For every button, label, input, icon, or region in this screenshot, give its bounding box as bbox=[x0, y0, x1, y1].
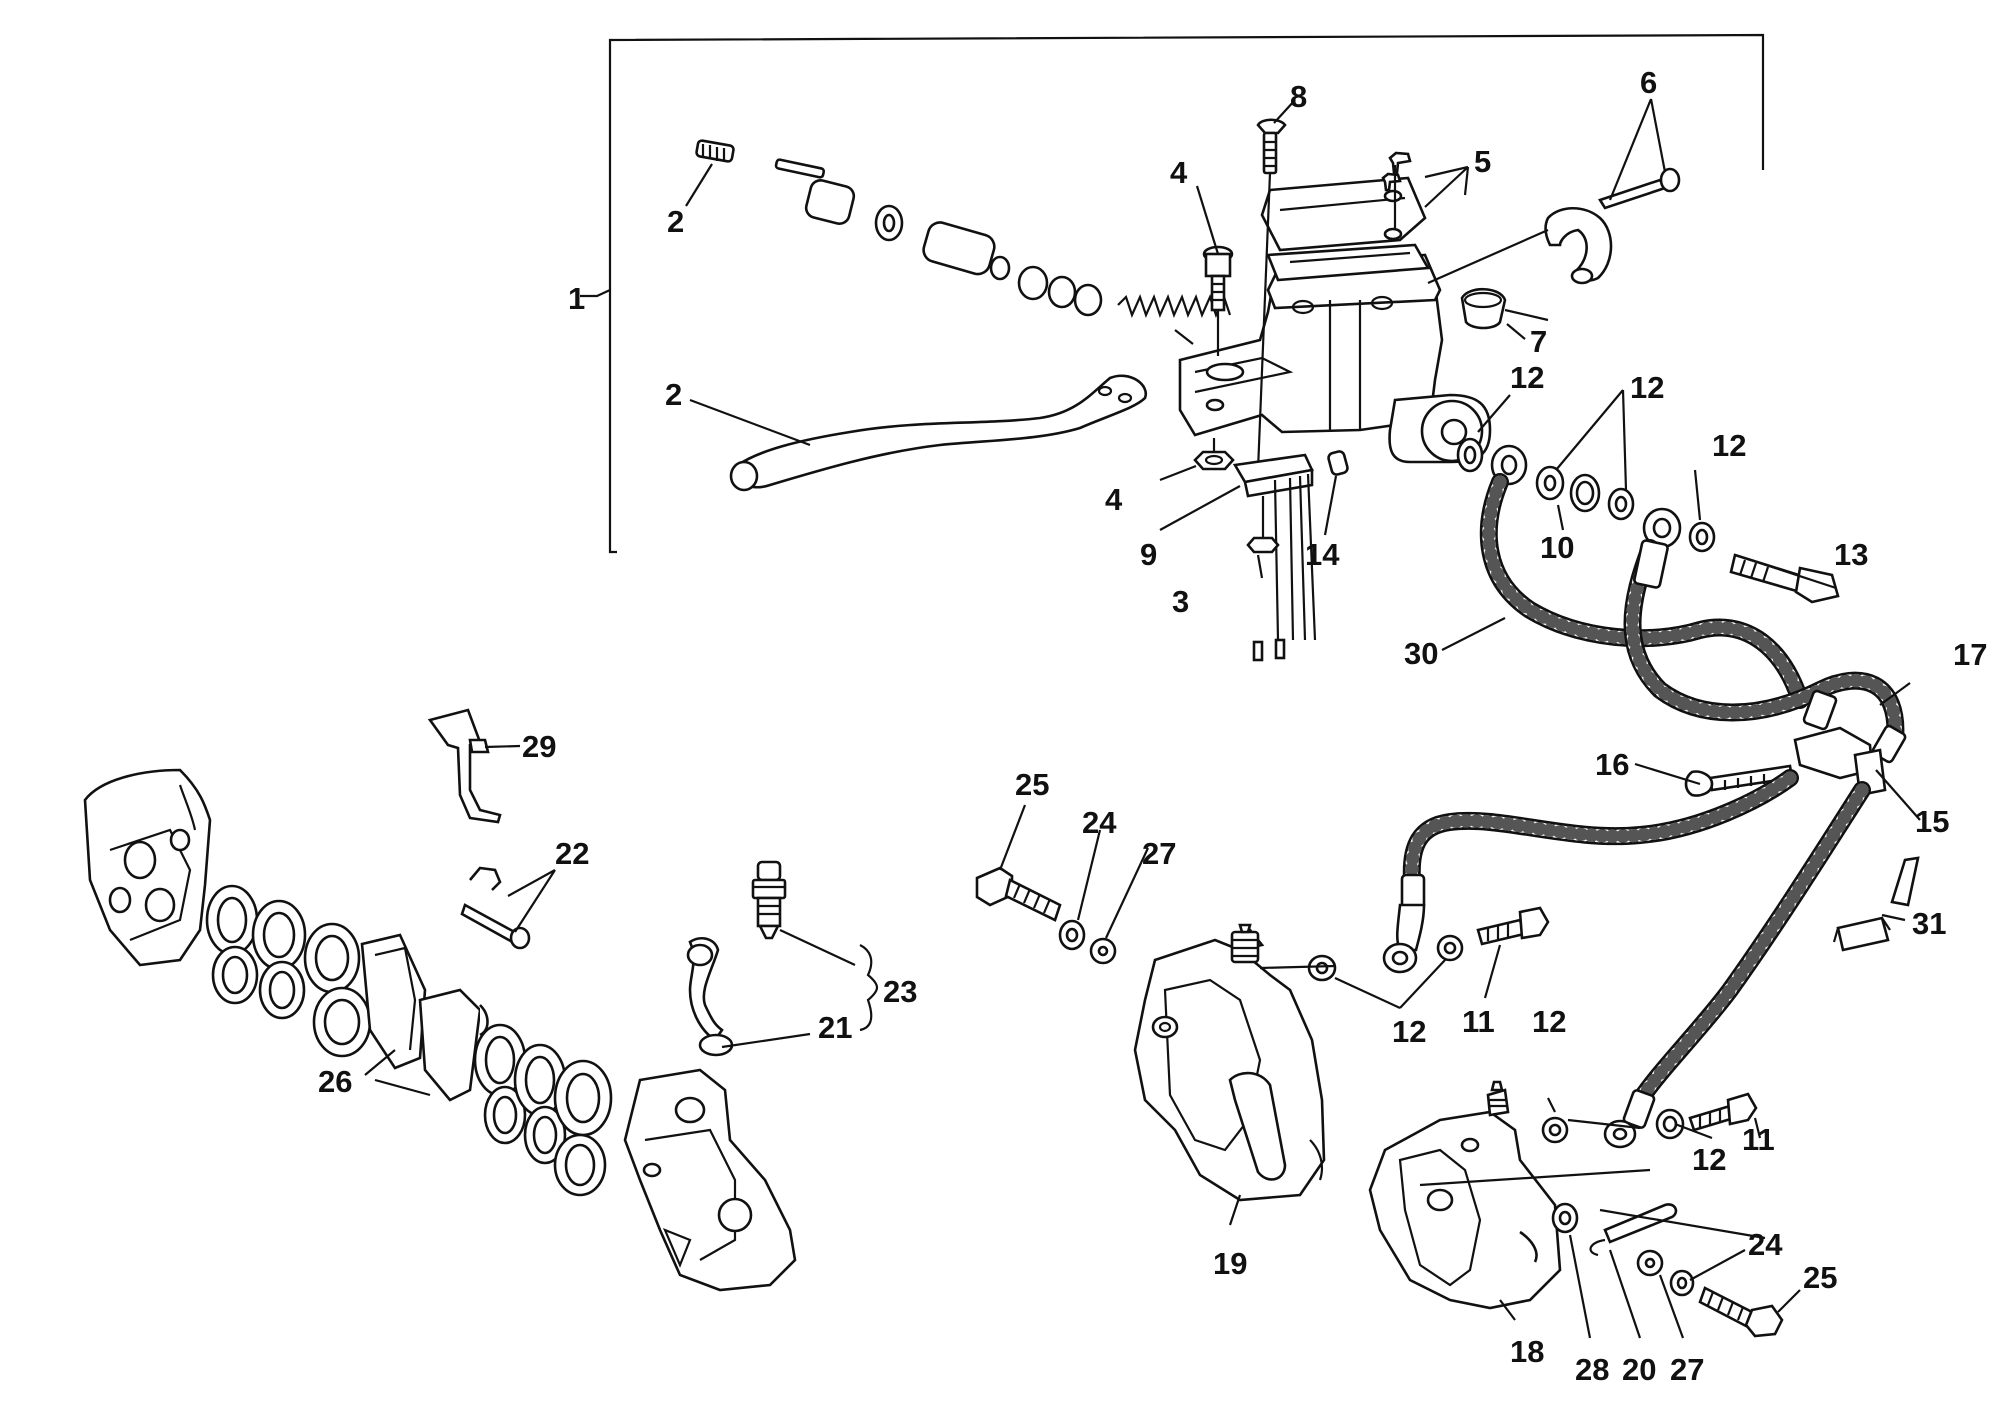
label-5: 5 bbox=[1474, 144, 1491, 179]
brake-hose-30 bbox=[1479, 473, 1809, 709]
pad-spring-clip bbox=[427, 708, 502, 824]
reservoir-cap bbox=[1260, 176, 1431, 282]
label-10: 10 bbox=[1540, 530, 1574, 565]
banjo-fittings bbox=[1456, 437, 1716, 553]
bleed-valve bbox=[686, 860, 787, 1057]
label-21: 21 bbox=[818, 1010, 852, 1045]
label-12-e: 12 bbox=[1532, 1004, 1566, 1039]
label-24-lower: 24 bbox=[1748, 1227, 1783, 1262]
label-12-c: 12 bbox=[1712, 428, 1746, 463]
master-cylinder-body bbox=[1178, 253, 1492, 464]
label-22: 22 bbox=[555, 836, 589, 871]
brake-caliper-18 bbox=[1368, 1080, 1562, 1310]
label-23: 23 bbox=[883, 974, 917, 1009]
brake-lever bbox=[729, 374, 1148, 492]
banjo-bolt bbox=[1729, 553, 1840, 604]
brake-hose-left bbox=[1402, 769, 1799, 889]
banjo-bolt-11-upper bbox=[1476, 906, 1550, 946]
label-6: 6 bbox=[1640, 65, 1657, 100]
leader-lines bbox=[364, 98, 1921, 1339]
adjuster-screw bbox=[695, 139, 735, 163]
label-4-top: 4 bbox=[1170, 155, 1188, 190]
brake-hose-17 bbox=[1623, 539, 1905, 749]
pad-pin bbox=[460, 866, 531, 950]
label-16: 16 bbox=[1595, 747, 1629, 782]
caliper-bolt-lower bbox=[1698, 1286, 1784, 1338]
label-25-upper: 25 bbox=[1015, 767, 1049, 802]
label-24-upper: 24 bbox=[1082, 805, 1117, 840]
label-12-b: 12 bbox=[1630, 370, 1664, 405]
distribution-block bbox=[1684, 689, 1907, 797]
label-26: 26 bbox=[318, 1064, 352, 1099]
label-13: 13 bbox=[1834, 537, 1868, 572]
banjo-bolt-11-lower bbox=[1688, 1092, 1758, 1132]
label-31: 31 bbox=[1912, 906, 1946, 941]
brake-caliper-exploded bbox=[83, 768, 797, 1292]
label-8: 8 bbox=[1290, 79, 1307, 114]
label-4-nut: 4 bbox=[1105, 482, 1123, 517]
label-12-a: 12 bbox=[1510, 360, 1544, 395]
label-15: 15 bbox=[1915, 804, 1949, 839]
label-19: 19 bbox=[1213, 1246, 1247, 1281]
label-30: 30 bbox=[1404, 636, 1438, 671]
label-3: 3 bbox=[1172, 584, 1189, 619]
label-11-lower: 11 bbox=[1742, 1122, 1775, 1157]
brake-hose-right bbox=[1631, 781, 1871, 1109]
label-9: 9 bbox=[1140, 537, 1157, 572]
handlebar-clamp bbox=[1544, 167, 1681, 285]
label-20: 20 bbox=[1622, 1352, 1656, 1387]
label-2-lever: 2 bbox=[665, 377, 682, 412]
label-2-screw: 2 bbox=[667, 204, 684, 239]
label-27-lower: 27 bbox=[1670, 1352, 1704, 1387]
label-12-f: 12 bbox=[1692, 1142, 1726, 1177]
label-27-upper: 27 bbox=[1142, 836, 1176, 871]
label-1: 1 bbox=[568, 281, 585, 316]
caliper-bolt-upper bbox=[975, 866, 1117, 965]
label-12-d: 12 bbox=[1392, 1014, 1426, 1049]
label-11-upper: 11 bbox=[1462, 1004, 1495, 1039]
label-17: 17 bbox=[1953, 637, 1987, 672]
label-7: 7 bbox=[1530, 324, 1547, 359]
label-14: 14 bbox=[1305, 537, 1340, 572]
spring-clip-20 bbox=[1589, 1203, 1678, 1257]
brake-caliper-19 bbox=[1133, 923, 1326, 1202]
label-28: 28 bbox=[1575, 1352, 1609, 1387]
assembly-bracket bbox=[580, 33, 1765, 554]
label-25-lower: 25 bbox=[1803, 1260, 1837, 1295]
hose-clip bbox=[1832, 856, 1920, 952]
label-29: 29 bbox=[522, 729, 556, 764]
label-18: 18 bbox=[1510, 1334, 1544, 1369]
part-labels: 1 2 2 3 4 4 5 6 7 8 9 10 11 11 12 12 12 … bbox=[318, 65, 1987, 1387]
